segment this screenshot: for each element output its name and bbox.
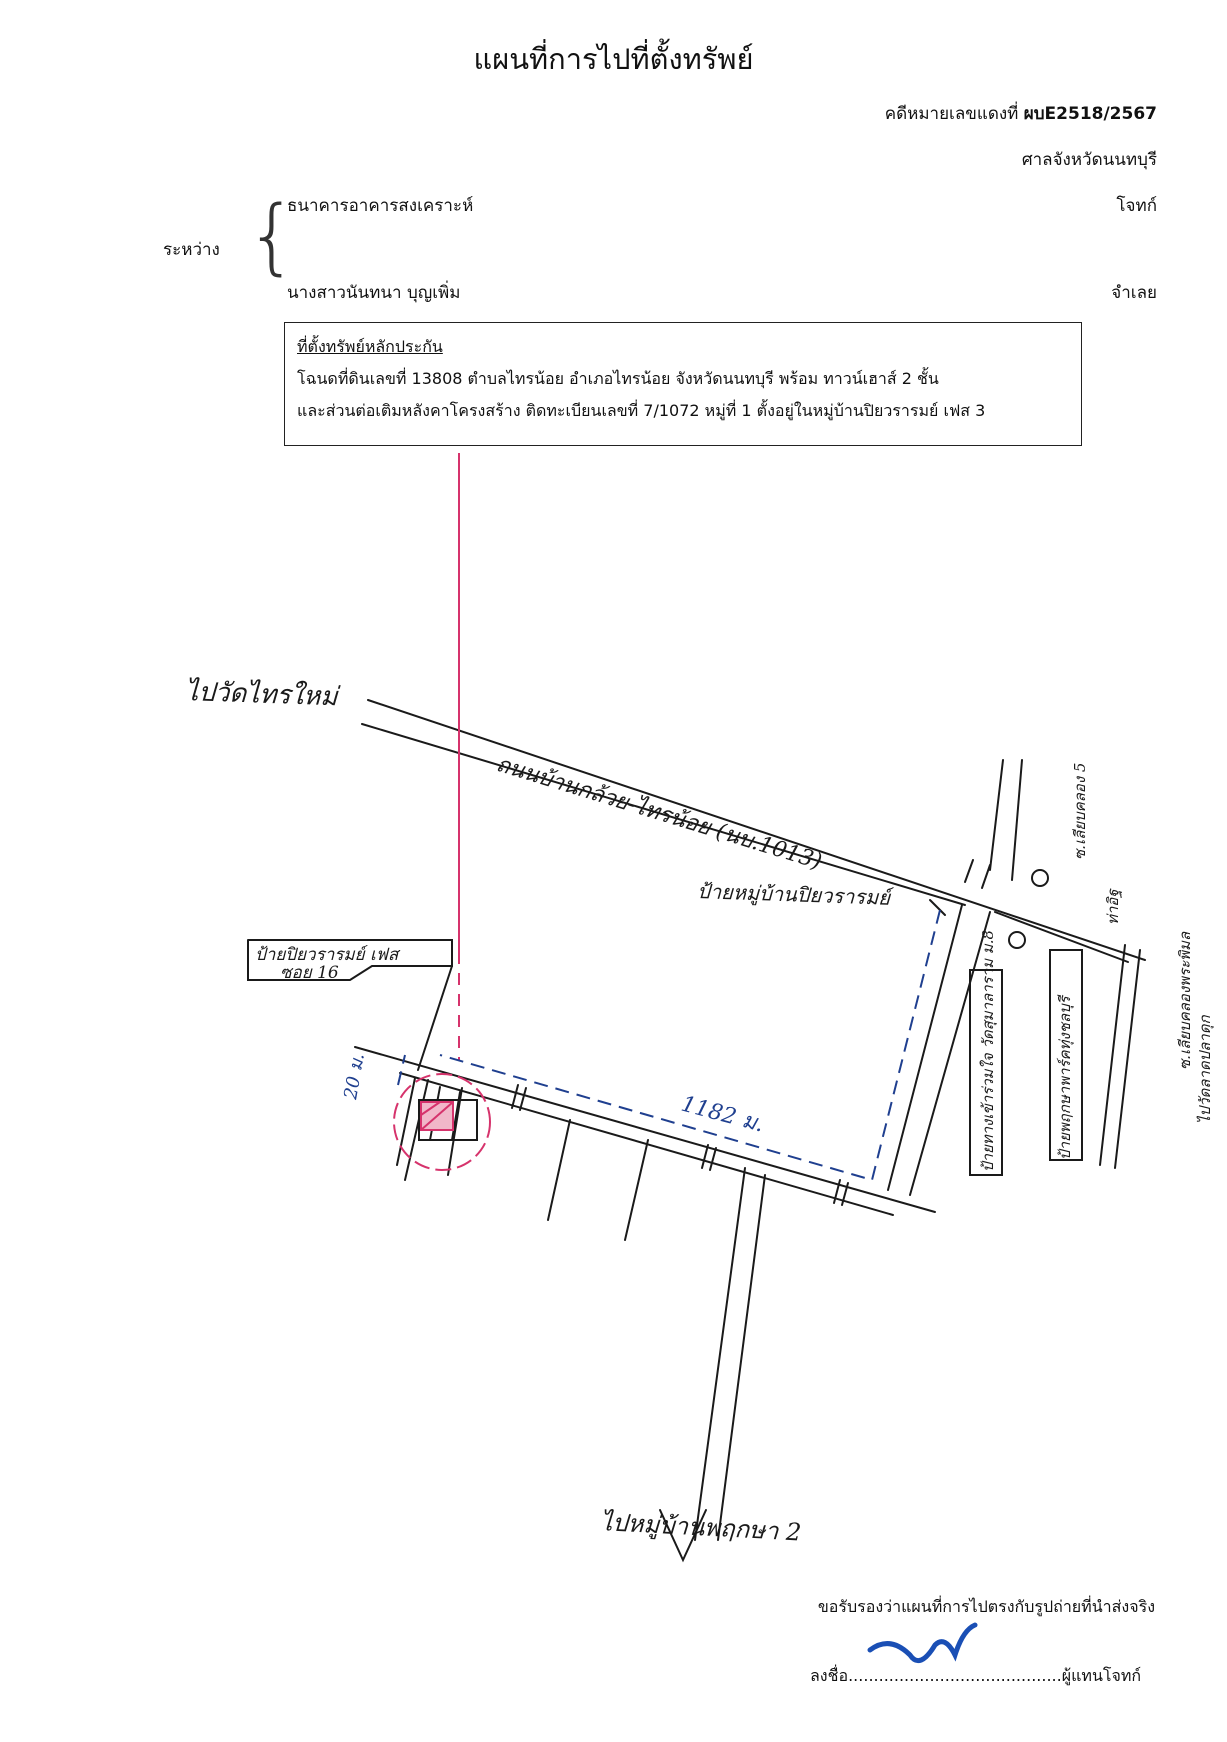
- right-road-label-5: ซ.เลียบคลอง 5: [1071, 763, 1089, 860]
- to-village2-label: ไปหมู่บ้านพฤกษา 2: [600, 1508, 802, 1547]
- to-wat-label: ไปวัดไทรใหม่: [185, 676, 341, 712]
- road-mark: [519, 1087, 527, 1111]
- defendant-role: จำเลย: [1111, 283, 1157, 303]
- branch-road: [447, 1087, 463, 1176]
- arrow-down-icon: [659, 1509, 707, 1563]
- right-road-right: [1114, 949, 1141, 1169]
- brace-icon: {: [246, 189, 299, 284]
- case-number-line: คดีหมายเลขแดงที่ ผบE2518/2567: [885, 100, 1157, 127]
- landmark-circle-icon: [1008, 931, 1026, 949]
- case-label: คดีหมายเลขแดงที่: [884, 104, 1019, 124]
- right-road-label-4: ไปวัดลาดปลาดุก: [1196, 1015, 1214, 1124]
- road-mark: [511, 1084, 519, 1109]
- right-road-label-3: ป้ายทางเข้าร่วมใจ วัดสุมาลาราม ม.8: [979, 930, 997, 1172]
- defendant-name: นางสาวนันทนา บุญเพิ่ม: [287, 283, 461, 303]
- property-hatch: [420, 1101, 441, 1116]
- sign-suffix: ผู้แทนโจทก์: [1061, 1666, 1142, 1685]
- branch-road: [396, 1077, 416, 1166]
- location-heading: ที่ตั้งทรัพย์หลักประกัน: [297, 337, 443, 356]
- property-circle-icon: [393, 1073, 491, 1171]
- main-road-label: ถนนบ้านกล้วย-ไทรน้อย (นบ.1013): [493, 751, 825, 875]
- road-mark: [964, 859, 974, 883]
- width-marker: [397, 1054, 406, 1086]
- certify-text: ขอรับรองว่าแผนที่การไปตรงกับรูปถ่ายที่นำ…: [817, 1597, 1155, 1616]
- right-road-left: [1099, 944, 1126, 1166]
- distance-label: 1182 ม.: [678, 1092, 766, 1138]
- pointer-line: [417, 965, 453, 1071]
- between-label: ระหว่าง: [163, 240, 220, 260]
- phase-sign-box: [247, 939, 453, 981]
- case-number: ผบE2518/2567: [1023, 104, 1157, 124]
- court-name: ศาลจังหวัดนนทบุรี: [1021, 150, 1157, 170]
- road-mark: [841, 1182, 849, 1206]
- location-line-2: และส่วนต่อเติมหลังคาโครงสร้าง ติดทะเบียน…: [297, 401, 986, 420]
- sign-dots: ........................................…: [848, 1666, 1062, 1685]
- house-wall: [451, 1091, 461, 1141]
- road-mark: [701, 1144, 709, 1169]
- branch-road: [717, 1174, 766, 1541]
- signature-line: ลงชื่อ..................................…: [810, 1664, 1141, 1689]
- page-title: แผนที่การไปที่ตั้งทรัพย์: [473, 42, 754, 76]
- soi-road-right: [909, 911, 991, 1196]
- phase-sign-label: ป้ายปิยวรารมย์ เฟส: [255, 945, 401, 965]
- right-road-label-6: ท่าอิฐ: [1104, 888, 1122, 925]
- main-road-edge-top: [367, 699, 1146, 961]
- village-sign-label: ป้ายหมู่บ้านปิยวรารมย์: [697, 879, 895, 911]
- plaintiff-role: โจทก์: [1116, 196, 1157, 216]
- route-path: [439, 909, 941, 1182]
- side-road-right: [1011, 759, 1023, 881]
- soi-label: ซอย 16: [280, 963, 339, 983]
- sign-prefix: ลงชื่อ: [810, 1666, 849, 1685]
- plaintiff-name: ธนาคารอาคารสงเคราะห์: [287, 196, 474, 216]
- right-road-label-2: ป้ายพฤกษาพาร์คทุ่งชลบุรี: [1056, 994, 1074, 1160]
- branch-road: [547, 1119, 571, 1221]
- location-box: ที่ตั้งทรัพย์หลักประกัน โฉนดที่ดินเลขที่…: [284, 322, 1082, 446]
- pointer-line: [929, 899, 946, 916]
- road-mark: [981, 864, 991, 889]
- main-road-edge-bottom-right: [994, 911, 1129, 963]
- branch-road: [694, 1167, 746, 1541]
- right-sign-box-2: [1049, 949, 1083, 1161]
- soi-road-left: [887, 904, 963, 1191]
- side-road-left: [989, 759, 1004, 871]
- location-line-1: โฉนดที่ดินเลขที่ 13808 ตำบลไทรน้อย อำเภอ…: [297, 369, 939, 388]
- main-road-edge-bottom: [361, 723, 966, 906]
- road-mark: [709, 1147, 717, 1171]
- right-sign-box-1: [969, 969, 1003, 1176]
- width-label: 20 ม.: [340, 1052, 369, 1102]
- branch-road: [624, 1139, 649, 1241]
- right-road-label-1: ซ.เลียบคลองพระพิมล: [1176, 931, 1194, 1070]
- road-mark: [833, 1179, 841, 1204]
- property-hatch: [420, 1101, 454, 1131]
- landmark-circle-icon: [1031, 869, 1049, 887]
- house-block: [418, 1099, 478, 1141]
- signature-image: [867, 1622, 978, 1664]
- branch-road: [404, 1079, 429, 1181]
